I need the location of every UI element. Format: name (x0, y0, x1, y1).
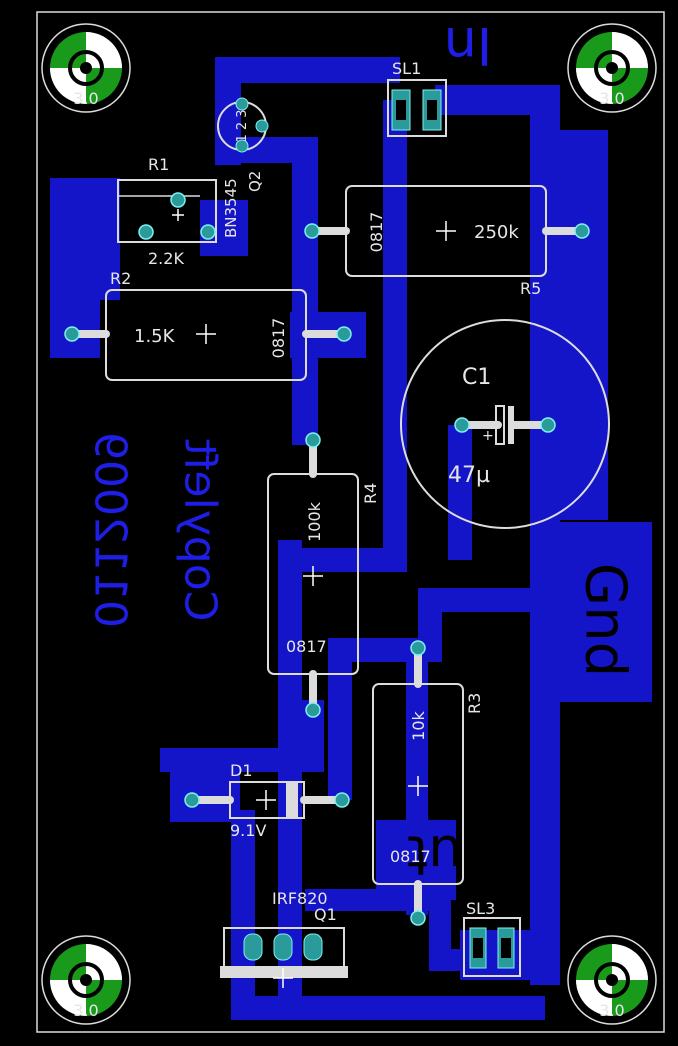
mount-hole-bottom-right: 3.0 (567, 935, 657, 1025)
r5-resistor: 0817 250k R5 (304, 185, 590, 298)
copper-text-date: 0112009 (85, 432, 136, 628)
mount-hole-label: 3.0 (599, 89, 624, 108)
r5-value: 250k (474, 222, 519, 243)
c1-label: C1 (462, 365, 491, 390)
copper-text-in: In (444, 15, 492, 75)
sl3-label: SL3 (466, 899, 495, 918)
trace-bottom-loop (231, 810, 545, 1020)
sl1-connector: SL1 (387, 59, 447, 137)
r1-label: R1 (148, 155, 169, 174)
mount-hole-label: 3.0 (599, 1001, 624, 1020)
mount-hole-label: 3.0 (73, 89, 98, 108)
copper-pour-left (50, 178, 120, 358)
trace-right-rail (435, 85, 560, 985)
r3-value: 10k (409, 710, 428, 740)
copper-text-copyleft: Copyleft (175, 439, 226, 622)
r3-label: R3 (465, 693, 484, 714)
copper-pad-d1-left (170, 760, 240, 822)
sl1-label: SL1 (392, 59, 421, 78)
r2-value: 1.5K (134, 326, 176, 347)
copper-pour-gnd (555, 522, 652, 702)
r2-resistor: 1.5K 0817 R2 (64, 269, 352, 381)
r2-label: R2 (110, 269, 131, 288)
trace-r5-c1 (290, 100, 407, 572)
d1-outline (229, 781, 305, 819)
r4-label: R4 (361, 483, 380, 504)
c1-outline (400, 319, 610, 529)
r4-resistor: 100k 0817 R4 (267, 432, 380, 718)
r3-outline (372, 683, 464, 885)
board-outline (36, 11, 665, 1033)
trace-q1-sl3 (305, 889, 470, 971)
q1-mosfet: IRF820 Q1 (220, 889, 348, 988)
sl3-connector: SL3 (463, 899, 521, 977)
c1-value: 47µ (448, 463, 490, 488)
r5-label: R5 (520, 279, 541, 298)
copper-text: In Gnd Out Copyleft 0112009 (85, 15, 638, 887)
q1-value: IRF820 (272, 889, 328, 908)
mount-hole-top-right: 3.0 (567, 23, 657, 113)
r2-code: 0817 (269, 318, 288, 359)
mount-hole-label: 3.0 (73, 1001, 98, 1020)
mount-hole-bottom-left: 3.0 (41, 935, 131, 1025)
q2-pins: 1 2 3 (235, 109, 250, 142)
r5-code: 0817 (367, 212, 386, 253)
r4-code: 0817 (286, 637, 327, 656)
trace-in (215, 57, 400, 165)
r2-outline (105, 289, 307, 381)
mount-hole-top-left: 3.0 (41, 23, 131, 113)
r3-code: 0817 (390, 847, 431, 866)
d1-value: 9.1V (230, 821, 266, 840)
r1-outline (117, 179, 217, 243)
q2-value: BN3545 (222, 178, 240, 238)
copper-pour-right (530, 130, 608, 520)
r5-outline (345, 185, 547, 277)
r1-value: 2.2K (148, 249, 184, 268)
trace-q2-r4 (240, 137, 318, 445)
c1-capacitor: + C1 47µ (400, 319, 610, 529)
r4-value: 100k (305, 501, 324, 542)
copper-layer (50, 57, 652, 1020)
d1-label: D1 (230, 761, 253, 780)
copper-text-out: Out (407, 824, 505, 887)
d1-diode: D1 9.1V (184, 761, 350, 840)
svg-text:+: + (482, 428, 494, 444)
r1-trimmer: R1 2.2K (117, 155, 217, 268)
copper-text-gnd: Gnd (573, 563, 638, 677)
q2-transistor: 1 2 3 Q2 BN3545 (217, 97, 269, 238)
sl3-outline (463, 917, 521, 977)
trace-d1-r3 (328, 588, 545, 800)
q2-label: Q2 (246, 171, 264, 192)
r4-outline (267, 473, 359, 675)
r3-resistor: 10k 0817 R3 (372, 640, 484, 926)
sl1-outline (387, 79, 447, 137)
q1-label: Q1 (314, 905, 337, 924)
